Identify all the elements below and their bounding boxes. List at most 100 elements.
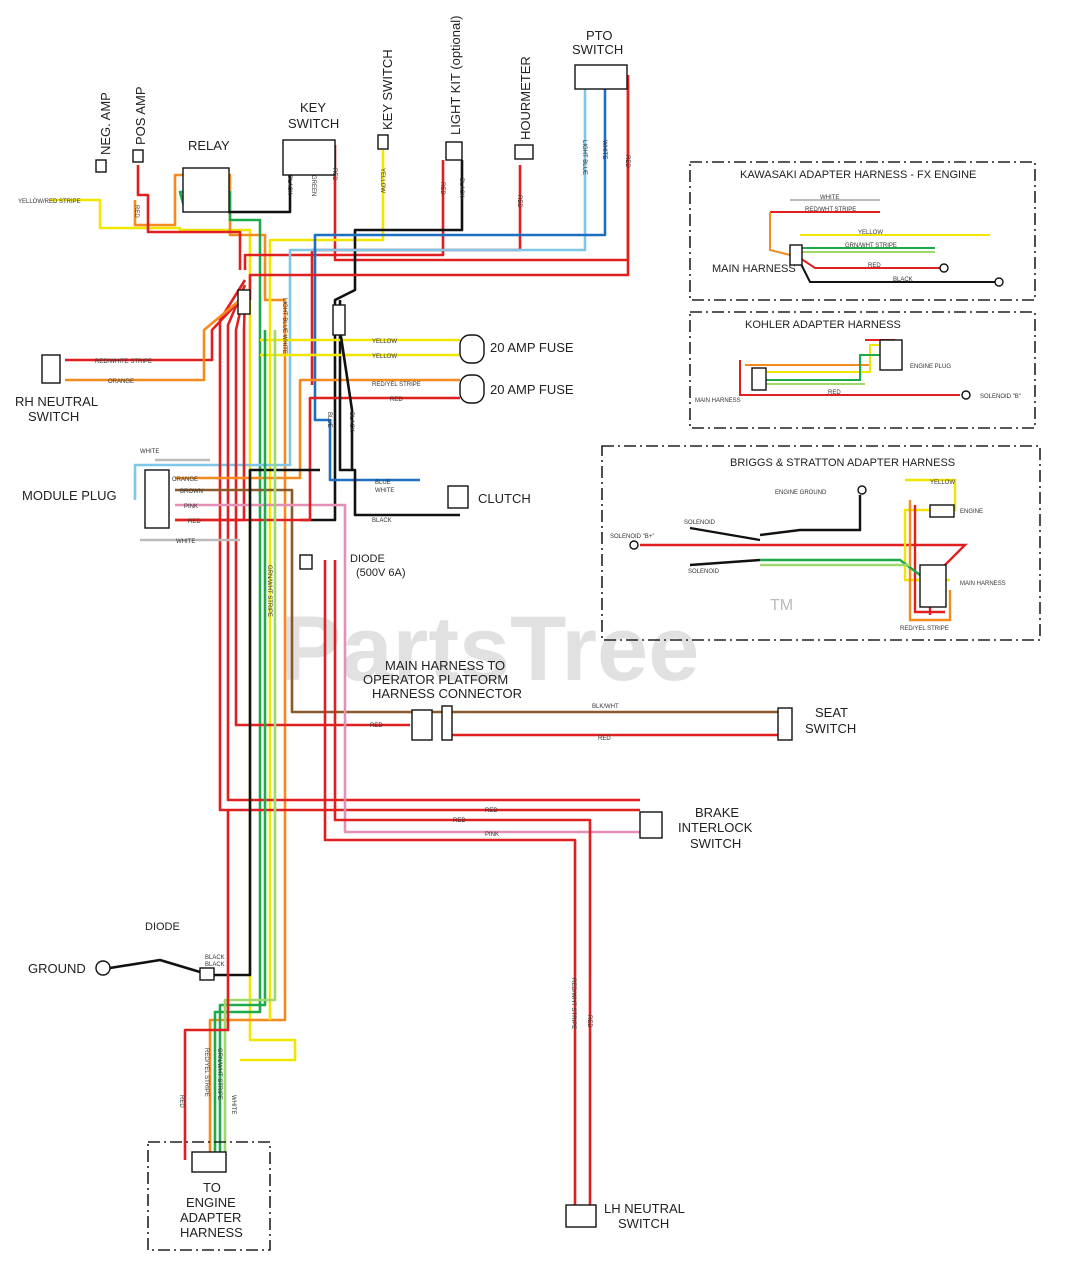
engine-adapter-connector (191, 1151, 227, 1173)
wire-pink-module (175, 503, 640, 834)
wire-lightblue-pto (133, 85, 587, 500)
neg-amp-connector (95, 159, 107, 173)
operator-platform-connector (411, 709, 433, 741)
engine-adapter-box (147, 1141, 271, 1251)
briggs-engine-connector (929, 504, 955, 518)
label-orange-rh: ORANGE (108, 379, 134, 385)
hourmeter-connector (514, 144, 534, 160)
wire-red-bundle-5 (65, 299, 241, 362)
label-red-module: RED (188, 519, 201, 525)
label-red-fuse: RED (390, 397, 403, 403)
label-blk-wht: BLK/WHT (592, 704, 619, 710)
label-blue-clutch: BLUE (375, 480, 391, 486)
label-red-brake: RED (485, 808, 498, 814)
label-yel-red-stripe: YELLOW/RED STRIPE (18, 199, 81, 205)
label-black-diode-1: BLACK (205, 955, 225, 961)
module-plug-label: MODULE PLUG (22, 488, 117, 503)
light-kit-connector (445, 141, 463, 161)
kawasaki-red: RED (868, 263, 881, 269)
brake-label-1: BRAKE (695, 805, 739, 820)
label-red-hourmeter: RED (516, 195, 522, 208)
kawasaki-yellow: YELLOW (858, 230, 883, 236)
diode-mid-label-1: DIODE (350, 553, 385, 565)
kawasaki-ring-black (994, 277, 1004, 287)
wire-orange-rh (65, 299, 241, 382)
wire-red-lightkit (243, 160, 445, 270)
lh-neutral-label-1: LH NEUTRAL (604, 1201, 685, 1216)
wire-orange-relay (133, 173, 287, 1160)
wire-brown-module (175, 488, 780, 714)
briggs-solenoid-ring (629, 540, 639, 550)
lh-neutral-connector (565, 1204, 597, 1228)
ground-label: GROUND (28, 961, 86, 976)
pto-switch-body (574, 64, 628, 90)
neg-amp-label: NEG. AMP (98, 92, 113, 155)
diode-mid-label-2: (500V 6A) (356, 567, 406, 579)
briggs-main-connector (919, 564, 947, 608)
briggs-ground-ring (857, 485, 867, 495)
kawasaki-ring-red (939, 263, 949, 273)
label-lightblue-pto: LIGHT BLUE (581, 140, 587, 175)
wire-red-lh-1 (323, 560, 577, 1205)
label-red-lightkit: RED (439, 182, 445, 195)
module-plug-body (144, 469, 170, 529)
harness-connector-top (237, 289, 251, 315)
brake-connector (639, 811, 663, 839)
briggs-solenoid-1: SOLENOID (684, 520, 716, 526)
wire-black-key (228, 145, 292, 214)
briggs-solenoid-b: SOLENOID "B+" (610, 534, 654, 540)
clutch-label: CLUTCH (478, 491, 531, 506)
briggs-box (601, 445, 1041, 641)
label-red-yel-stripe: RED/YEL STRIPE (372, 382, 421, 388)
briggs-yellow: YELLOW (930, 480, 955, 486)
kohler-engine-plug-label: ENGINE PLUG (910, 364, 951, 370)
wire-black-clutch (338, 300, 460, 517)
wire-green-long (218, 330, 267, 1160)
relay-label: RELAY (188, 138, 230, 153)
kohler-wires (739, 339, 960, 396)
main-harness-label-1: MAIN HARNESS TO (385, 658, 505, 673)
label-white-engine: WHITE (230, 1095, 236, 1114)
fuse-top-body (459, 334, 485, 364)
pto-switch-bottom-label: SWITCH (572, 42, 623, 57)
key-switch-bottom-label: SWITCH (288, 116, 339, 131)
label-red-pto: RED (624, 155, 630, 168)
kohler-title: KOHLER ADAPTER HARNESS (745, 319, 901, 331)
label-red-seat: RED (370, 723, 383, 729)
label-white-clutch: WHITE (375, 488, 394, 494)
fuse-bottom-label: 20 AMP FUSE (490, 382, 574, 397)
lh-neutral-label-2: SWITCH (618, 1216, 669, 1231)
kohler-main-harness: MAIN HARNESS (695, 398, 741, 404)
rh-neutral-connector (41, 354, 61, 384)
briggs-engine-ground: ENGINE GROUND (775, 490, 827, 496)
brake-label-3: SWITCH (690, 836, 741, 851)
kawasaki-main-harness: MAIN HARNESS (712, 263, 796, 275)
label-white-pto: WHITE (601, 140, 607, 159)
label-grn-wht-stripe: GRN/WHT STRIPE (266, 565, 272, 617)
kohler-red: RED (828, 390, 841, 396)
diode-low-body (199, 967, 215, 981)
kawasaki-connector (789, 244, 803, 266)
components: NEG. AMP POS AMP RELAY KEY SWITCH KEY SW… (15, 16, 856, 1251)
main-harness-wires (50, 75, 780, 1205)
wire-lightgreen-long (223, 330, 277, 1160)
kohler-solenoid: SOLENOID "B" (980, 394, 1021, 400)
brake-label-2: INTERLOCK (678, 820, 753, 835)
label-yellow-fuse-1: YELLOW (372, 339, 397, 345)
key-switch-top-label: KEY (300, 100, 326, 115)
label-pink-brake: PINK (485, 832, 499, 838)
watermark-brand: PartsTree (280, 598, 699, 700)
engine-adapter-label-2: ENGINE (186, 1195, 236, 1210)
wire-yellow-red-stripe (50, 198, 297, 1062)
diode-low-label: DIODE (145, 921, 180, 933)
key-switch-vertical-connector (377, 134, 389, 150)
main-harness-label-2: OPERATOR PLATFORM (363, 672, 508, 687)
clutch-connector (447, 485, 469, 509)
wire-orange-module (175, 378, 460, 480)
rh-neutral-label-2: SWITCH (28, 409, 79, 424)
wire-red-lh-2 (333, 560, 592, 1205)
label-yellow-fuse-2: YELLOW (372, 354, 397, 360)
briggs-title: BRIGGS & STRATTON ADAPTER HARNESS (730, 457, 955, 469)
pos-amp-connector (132, 149, 144, 163)
wire-black-lightkit (300, 160, 464, 522)
